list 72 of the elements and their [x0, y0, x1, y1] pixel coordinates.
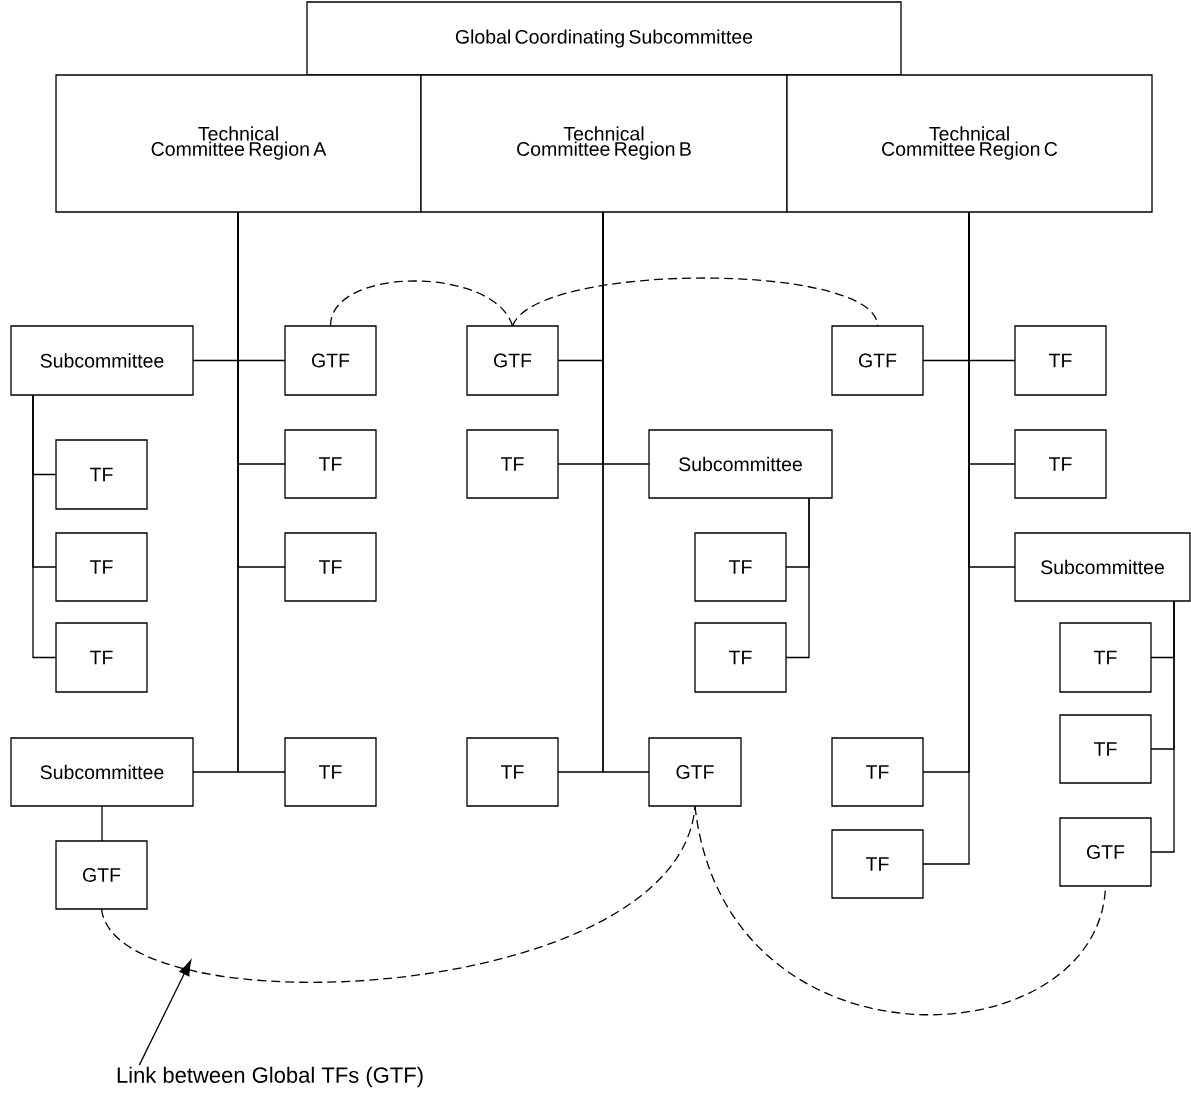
org-box	[648, 429, 833, 499]
node-label: GTF	[676, 765, 714, 779]
org-box	[648, 737, 742, 807]
org-box	[1059, 714, 1152, 784]
org-box	[466, 325, 559, 396]
org-box	[831, 325, 924, 396]
node-label: Subcommittee	[1041, 559, 1164, 575]
node-label: TF	[501, 765, 524, 779]
link-curve	[694, 805, 1107, 1015]
node-label: GTF	[83, 868, 121, 882]
link-curve	[100, 805, 696, 983]
connector-line	[101, 805, 103, 842]
org-box	[694, 622, 787, 693]
connector-line	[785, 497, 810, 659]
node-label: TF	[729, 650, 752, 665]
org-box	[55, 622, 148, 693]
org-box	[306, 1, 902, 76]
node-label: TF	[319, 560, 342, 574]
org-box	[466, 737, 559, 807]
org-box	[284, 429, 377, 499]
node-label: TF	[501, 457, 524, 471]
org-box	[10, 325, 194, 396]
node-label: TF	[90, 650, 113, 665]
connector-line	[1150, 600, 1175, 853]
org-box	[1014, 325, 1107, 396]
node-label: GTF	[312, 353, 350, 368]
connector-line	[237, 211, 286, 773]
org-box	[10, 737, 194, 807]
node-label: TF	[1049, 353, 1072, 368]
org-box	[786, 74, 1153, 213]
node-label: GTF	[1086, 845, 1125, 859]
node-label: GTF	[493, 353, 532, 368]
node-label: Global Coordinating Subcommittee	[455, 29, 753, 48]
node-label: Subcommittee	[40, 353, 164, 368]
org-box	[55, 439, 148, 510]
connector-line	[32, 394, 57, 659]
node-label: Subcommittee	[40, 764, 164, 780]
org-box	[55, 74, 422, 213]
link-curve	[329, 280, 514, 327]
org-box	[1014, 532, 1191, 602]
org-box	[1059, 622, 1152, 693]
leader-line	[138, 960, 192, 1066]
org-box	[831, 829, 924, 899]
org-box	[420, 74, 788, 213]
node-label: TF	[90, 467, 113, 482]
node-label: TF	[319, 457, 342, 471]
node-label: Technical Committee Region B	[517, 126, 691, 160]
org-box	[284, 737, 377, 807]
node-label: TF	[319, 765, 342, 779]
node-label: Technical Committee Region C	[882, 126, 1058, 160]
node-label: TF	[1049, 457, 1072, 471]
org-box	[694, 532, 787, 602]
org-box	[1014, 429, 1107, 499]
org-box	[831, 737, 924, 807]
connector-line	[602, 211, 650, 773]
annotation-text: Link between Global TFs (GTF)	[117, 1066, 423, 1088]
link-curve	[511, 277, 879, 327]
node-label: TF	[866, 857, 889, 871]
org-box	[55, 840, 148, 910]
node-label: GTF	[858, 353, 897, 368]
node-label: TF	[729, 560, 752, 574]
node-label: TF	[1094, 742, 1117, 756]
node-label: Subcommittee	[679, 456, 802, 472]
org-box	[1059, 817, 1152, 887]
node-label: TF	[1094, 650, 1117, 665]
org-box	[466, 429, 559, 499]
org-box	[284, 325, 377, 396]
node-label: TF	[866, 765, 889, 779]
org-box	[284, 532, 377, 602]
node-label: Technical Committee Region A	[151, 126, 327, 160]
node-label: TF	[90, 560, 113, 574]
org-box	[55, 532, 148, 602]
